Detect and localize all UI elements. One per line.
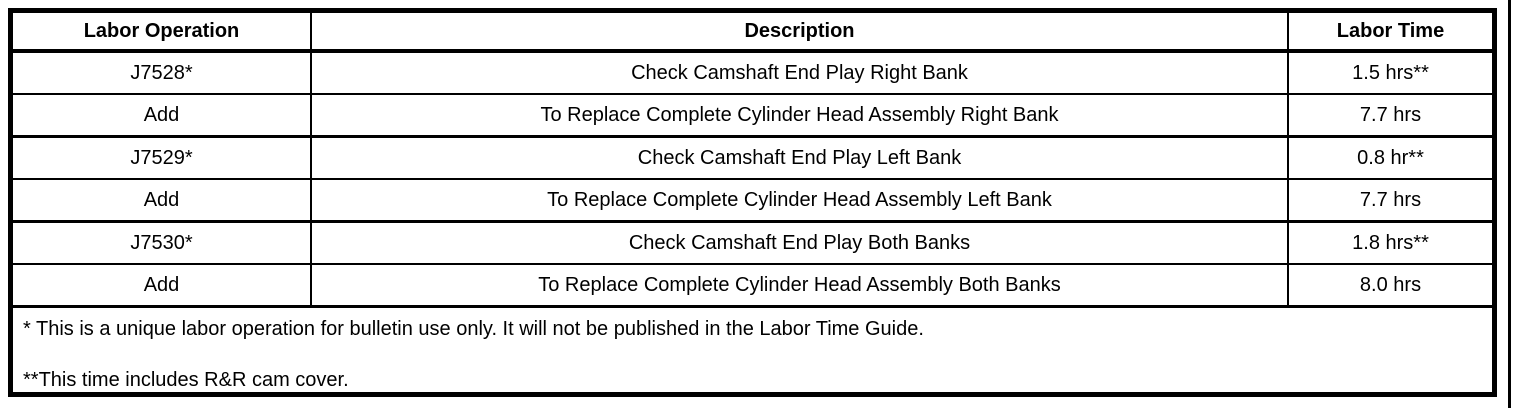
table-row: J7530* Check Camshaft End Play Both Bank… [13,220,1492,264]
op-cell: J7529* [13,135,311,179]
table-row: J7528* Check Camshaft End Play Right Ban… [13,50,1492,94]
time-cell: 7.7 hrs [1287,93,1492,138]
header-cell-labor-time: Labor Time [1287,13,1492,53]
table-header-row: Labor Operation Description Labor Time [13,13,1492,53]
op-cell: J7530* [13,220,311,264]
footnote-asterisk: * This is a unique labor operation for b… [23,318,924,340]
footnote-area: * This is a unique labor operation for b… [13,305,1492,398]
op-cell: Add [13,178,311,223]
footnote-double-asterisk: **This time includes R&R cam cover. [23,369,349,391]
table-row: Add To Replace Complete Cylinder Head As… [13,263,1492,308]
desc-cell: To Replace Complete Cylinder Head Assemb… [310,93,1288,138]
desc-cell: Check Camshaft End Play Both Banks [310,220,1288,264]
op-cell: J7528* [13,50,311,94]
desc-cell: To Replace Complete Cylinder Head Assemb… [310,263,1288,308]
desc-cell: Check Camshaft End Play Right Bank [310,50,1288,94]
page-edge-line [1508,0,1511,408]
table-row: J7529* Check Camshaft End Play Left Bank… [13,135,1492,179]
time-cell: 7.7 hrs [1287,178,1492,223]
footnote-row: * This is a unique labor operation for b… [13,305,1492,398]
labor-time-table: Labor Operation Description Labor Time J… [13,13,1492,398]
time-cell: 1.5 hrs** [1287,50,1492,94]
labor-time-table-frame: Labor Operation Description Labor Time J… [8,8,1497,398]
table-row: Add To Replace Complete Cylinder Head As… [13,93,1492,138]
op-cell: Add [13,263,311,308]
desc-cell: To Replace Complete Cylinder Head Assemb… [310,178,1288,223]
desc-cell: Check Camshaft End Play Left Bank [310,135,1288,179]
time-cell: 1.8 hrs** [1287,220,1492,264]
op-cell: Add [13,93,311,138]
header-cell-description: Description [310,13,1288,53]
time-cell: 8.0 hrs [1287,263,1492,308]
time-cell: 0.8 hr** [1287,135,1492,179]
table-row: Add To Replace Complete Cylinder Head As… [13,178,1492,223]
header-cell-labor-operation: Labor Operation [13,13,311,53]
